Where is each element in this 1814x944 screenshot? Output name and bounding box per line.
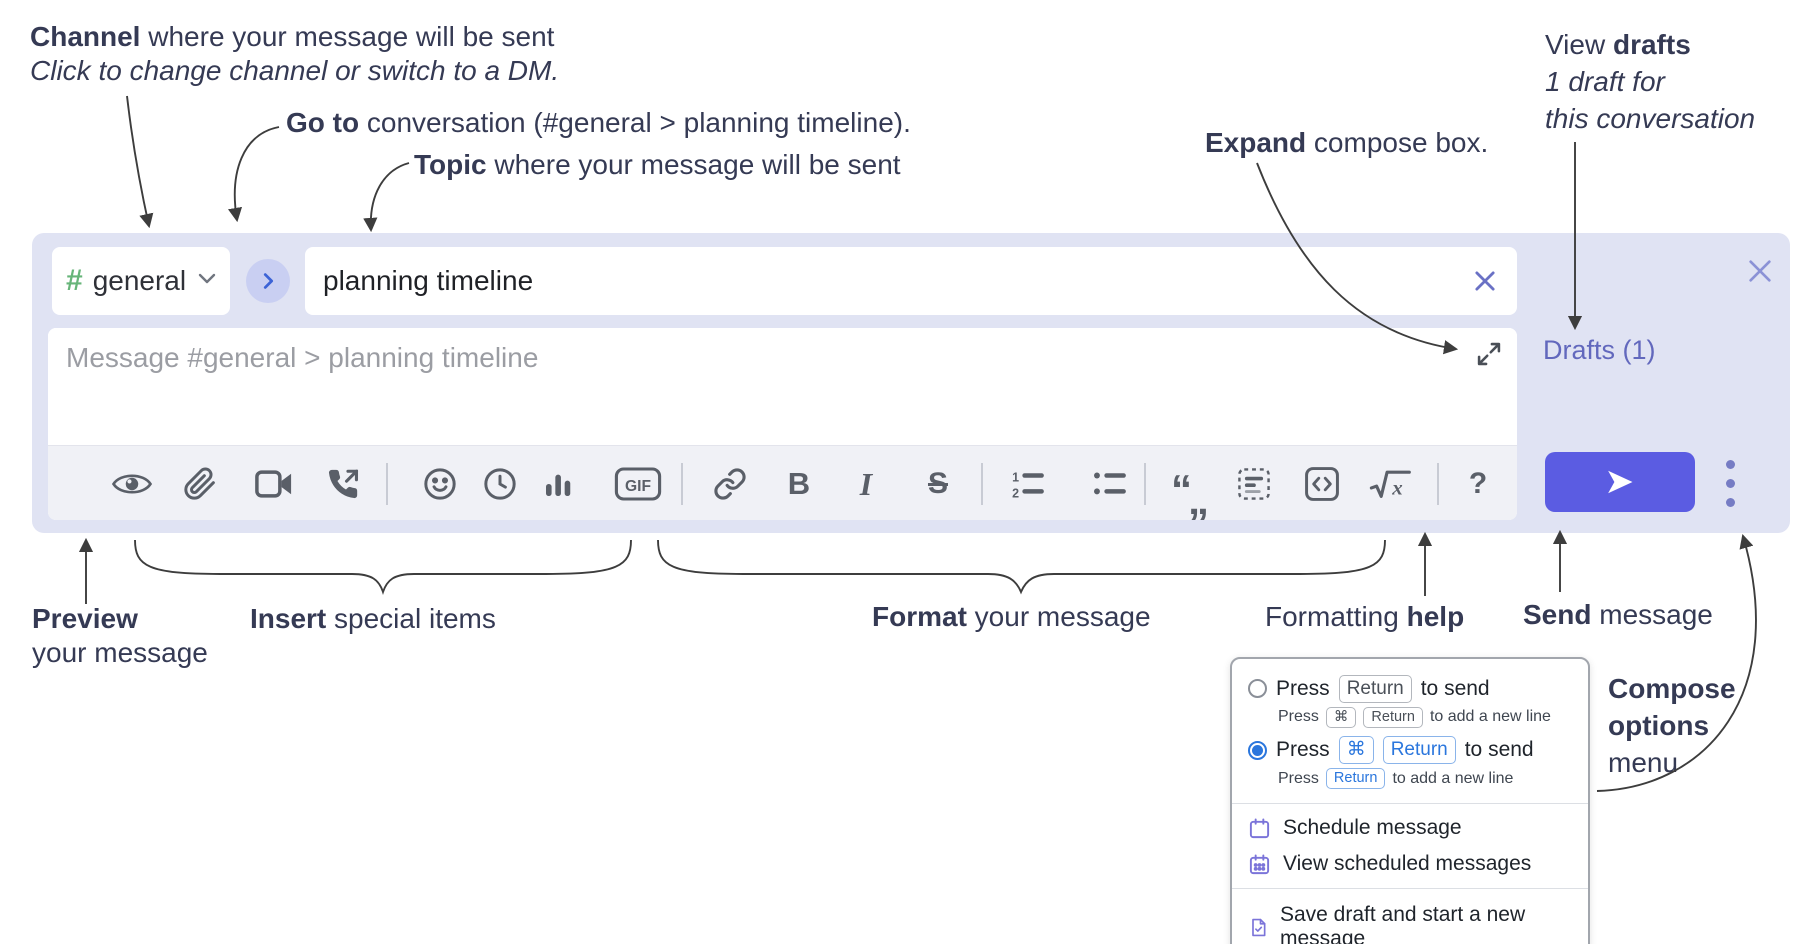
key-cmd: ⌘: [1325, 706, 1357, 729]
menu-item-view-scheduled[interactable]: View scheduled messages: [1248, 846, 1572, 882]
goto-conversation-button[interactable]: [246, 259, 290, 303]
toolbar-divider: [386, 463, 388, 505]
emoji-icon[interactable]: [416, 458, 464, 510]
annotation-channel: Channel where your message will be sent …: [30, 21, 560, 86]
menu-option-subtext: Press Return to add a new line: [1278, 767, 1572, 790]
menu-item-save-draft[interactable]: Save draft and start a new message: [1248, 897, 1572, 944]
brace-insert: [134, 539, 632, 596]
menu-divider: [1232, 803, 1588, 805]
annotation-expand: Expand compose box.: [1205, 127, 1489, 158]
bulleted-list-icon[interactable]: [1086, 458, 1134, 510]
compose-options-menu: Press Return to send Press ⌘ Return to a…: [1230, 657, 1590, 944]
svg-text:GIF: GIF: [625, 478, 651, 495]
radio-unselected-icon[interactable]: [1248, 679, 1267, 699]
attach-paperclip-icon[interactable]: [176, 458, 224, 510]
spoiler-icon[interactable]: [1230, 458, 1278, 510]
annotation-format: Format your message: [872, 601, 1151, 632]
compose-box: # general: [32, 233, 1790, 533]
channel-hash-icon: #: [66, 264, 83, 297]
arrow-goto: [227, 126, 280, 223]
channel-selector[interactable]: # general: [52, 247, 230, 315]
voice-call-icon[interactable]: [319, 458, 367, 510]
chevron-down-icon: [198, 272, 216, 290]
svg-text:2: 2: [1012, 487, 1019, 500]
gif-icon[interactable]: GIF: [610, 458, 666, 510]
strikethrough-icon[interactable]: S: [927, 467, 948, 500]
annotation-goto: Go to conversation (#general > planning …: [286, 107, 911, 138]
send-button[interactable]: [1545, 452, 1695, 512]
menu-option-enter-to-send[interactable]: Press Return to send: [1248, 675, 1572, 703]
menu-option-cmd-enter-to-send[interactable]: Press ⌘ Return to send: [1248, 736, 1572, 764]
annotation-preview: Preview your message: [32, 603, 208, 668]
menu-divider: [1232, 888, 1588, 890]
toolbar-divider: [1144, 463, 1146, 505]
key-return: Return: [1363, 706, 1423, 729]
key-return: Return: [1325, 767, 1386, 790]
poll-chart-icon[interactable]: [534, 458, 582, 510]
menu-option-subtext: Press ⌘ Return to add a new line: [1278, 706, 1572, 729]
message-input[interactable]: [48, 328, 1517, 445]
svg-text:1: 1: [1012, 471, 1019, 485]
svg-text:x: x: [1391, 475, 1402, 499]
arrow-channel: [126, 95, 154, 229]
key-return: Return: [1382, 736, 1456, 764]
annotation-topic: Topic where your message will be sent: [414, 149, 901, 180]
code-icon[interactable]: [1298, 458, 1346, 510]
toolbar-divider: [681, 463, 683, 505]
annotation-view-drafts: View drafts 1 draft for this conversatio…: [1545, 29, 1756, 134]
link-icon[interactable]: [706, 458, 754, 510]
key-return: Return: [1338, 675, 1412, 703]
arrow-topic: [363, 162, 410, 233]
video-call-icon[interactable]: [250, 458, 298, 510]
preview-eye-icon[interactable]: [108, 458, 156, 510]
calendar-dots-icon: [1249, 854, 1270, 874]
save-draft-icon: [1252, 918, 1266, 937]
toolbar-divider: [1437, 463, 1439, 505]
radio-selected-icon[interactable]: [1248, 740, 1267, 760]
topic-field: [305, 247, 1517, 315]
expand-compose-icon[interactable]: [1475, 340, 1503, 373]
formatting-help-icon[interactable]: ?: [1468, 467, 1488, 500]
annotation-send: Send message: [1523, 599, 1713, 630]
topic-clear-icon[interactable]: [1471, 267, 1499, 295]
brace-format: [657, 539, 1386, 595]
annotation-formatting-help: Formatting help: [1265, 601, 1465, 632]
compose-close-icon[interactable]: [1744, 255, 1776, 292]
topic-input[interactable]: [323, 265, 1471, 297]
math-icon[interactable]: x: [1362, 458, 1420, 510]
key-cmd: ⌘: [1338, 736, 1374, 764]
toolbar-divider: [981, 463, 983, 505]
annotation-compose-options: Compose options menu: [1608, 673, 1736, 778]
annotation-insert: Insert special items: [250, 603, 496, 634]
chevron-right-icon: [263, 273, 274, 289]
italic-icon[interactable]: I: [859, 465, 873, 502]
schedule-time-icon[interactable]: [476, 458, 524, 510]
menu-item-schedule-message[interactable]: Schedule message: [1248, 810, 1572, 846]
bold-icon[interactable]: B: [787, 466, 811, 501]
quote-icon[interactable]: “„: [1171, 466, 1209, 521]
send-plane-icon: [1608, 470, 1633, 494]
calendar-icon: [1249, 818, 1270, 838]
message-area: GIF B I S 12 “„: [48, 328, 1517, 520]
channel-name: general: [92, 265, 187, 296]
compose-options-kebab-icon[interactable]: [1712, 455, 1748, 511]
drafts-link[interactable]: Drafts (1): [1543, 335, 1656, 365]
